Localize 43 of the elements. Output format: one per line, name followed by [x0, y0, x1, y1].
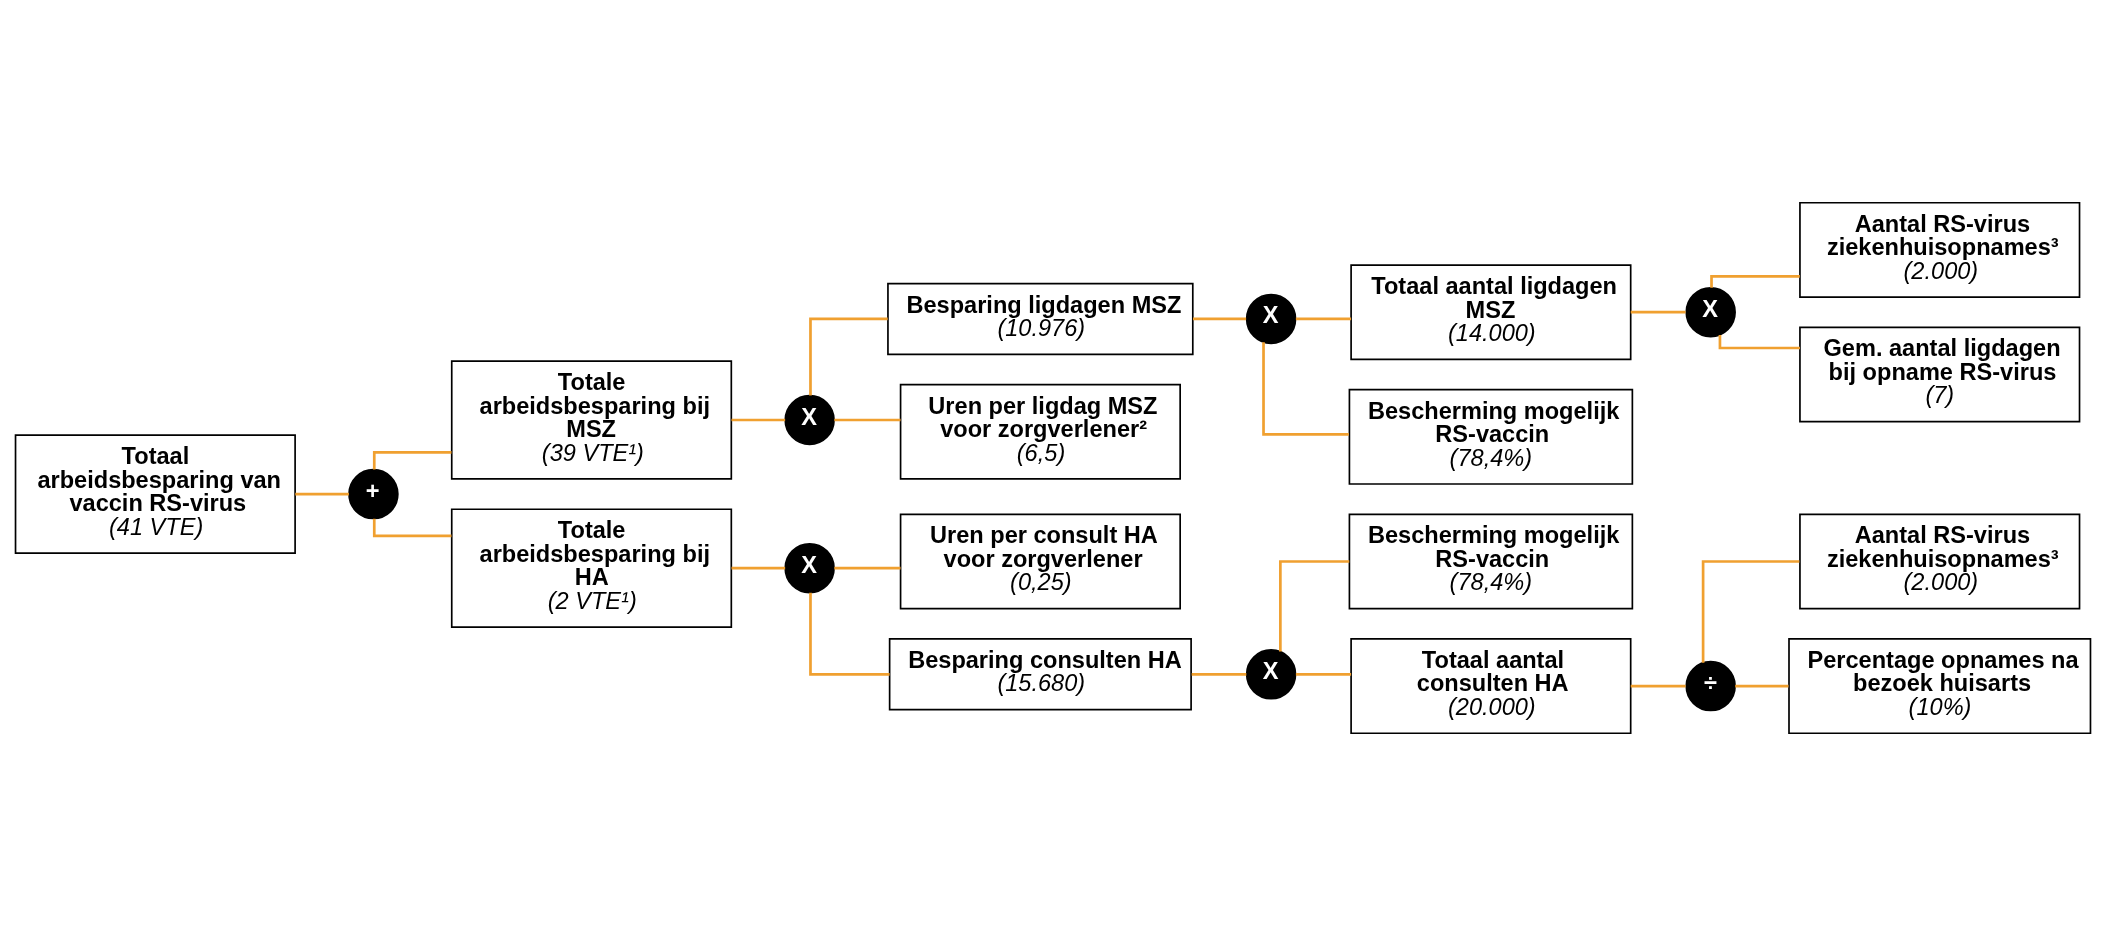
node-box: Uren per consult HA voor zorgverlener (0,25) — [899, 513, 1181, 610]
node-box: Totaal aantal consulten HA (20.000) — [1350, 638, 1632, 735]
node-box: Bescherming mogelijk RS-vaccin (78,4%) — [1348, 513, 1634, 610]
node-box: Besparing ligdagen MSZ (10.976) — [887, 282, 1194, 356]
connector — [731, 566, 786, 570]
node-box: Aantal RS-virus ziekenhuisopnames³ (2.000) — [1799, 513, 2081, 610]
connector — [809, 592, 890, 676]
node-circle: X — [1245, 649, 1297, 700]
connector — [1630, 684, 1686, 688]
node-box: Totale arbeidsbesparing bij MSZ (39 VTE¹) — [450, 360, 733, 480]
connector — [1718, 335, 1800, 350]
connector — [1710, 275, 1800, 288]
connector — [1701, 560, 1800, 663]
connector — [1295, 317, 1352, 321]
connector — [1262, 342, 1349, 436]
connector — [1279, 560, 1350, 652]
node-circle: + — [348, 468, 399, 520]
node-box: Totale arbeidsbesparing bij HA (2 VTE¹) — [450, 508, 733, 628]
node-box: Totaal aantal ligdagen MSZ (14.000) — [1350, 264, 1632, 361]
connector — [1191, 672, 1247, 676]
connector — [1630, 310, 1686, 314]
node-box: Gem. aantal ligdagen bij opname RS-virus (7) — [1799, 326, 2081, 423]
connector — [295, 492, 349, 496]
node-box: Percentage opnames na bezoek huisarts (10%) — [1788, 638, 2092, 735]
connector — [372, 518, 452, 538]
node-circle: X — [1685, 286, 1736, 338]
connector — [731, 418, 786, 422]
node-box: Bescherming mogelijk RS-vaccin (78,4%) — [1348, 388, 1634, 485]
node-box: Totaal arbeidsbesparing van vaccin RS-virus (41 VTE) — [14, 434, 296, 554]
node-box: Besparing consulten HA (15.680) — [888, 638, 1192, 711]
connector — [1295, 672, 1352, 676]
node-box: Uren per ligdag MSZ voor zorgverlener² (6,5) — [899, 383, 1181, 480]
node-box: Aantal RS-virus ziekenhuisopnames³ (2.000) — [1799, 201, 2081, 298]
connector — [1193, 317, 1247, 321]
connector — [834, 418, 901, 422]
node-circle: ÷ — [1685, 660, 1736, 712]
connector — [1735, 684, 1789, 688]
node-circle: X — [784, 394, 835, 446]
connector — [372, 451, 452, 470]
node-circle: X — [784, 542, 835, 594]
connector — [834, 566, 901, 570]
connector — [809, 317, 888, 396]
node-circle: X — [1245, 293, 1297, 345]
